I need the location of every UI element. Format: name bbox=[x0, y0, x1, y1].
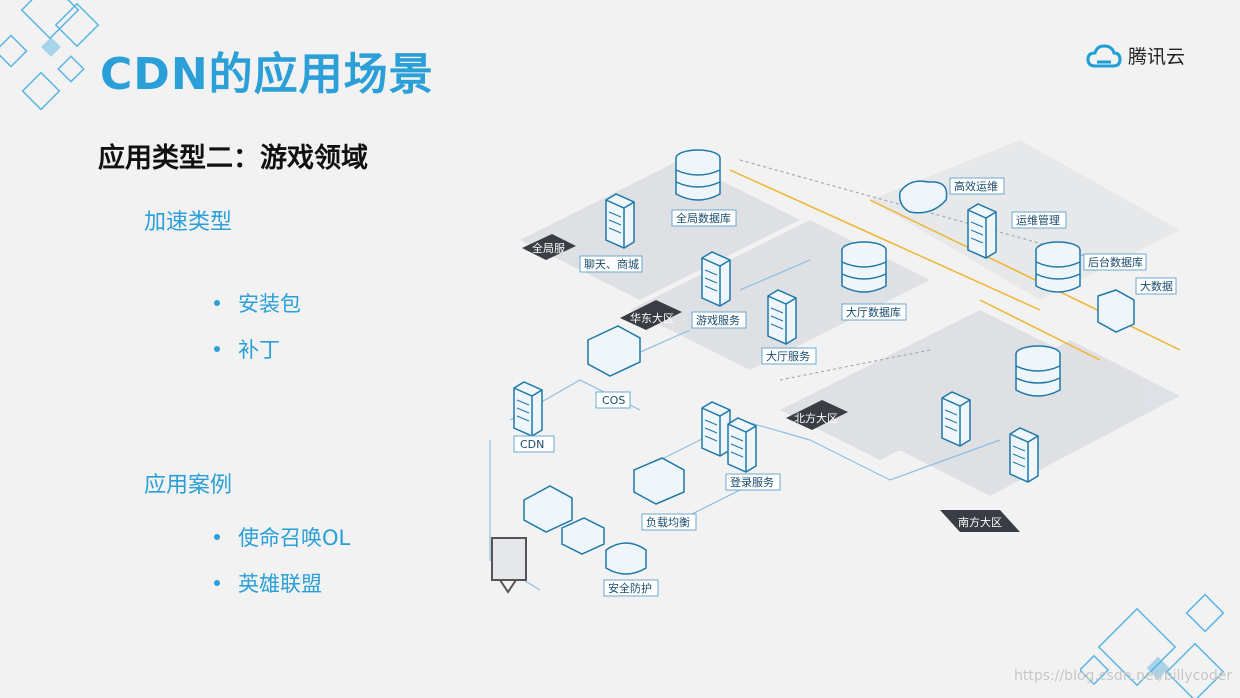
node-label-security: 安全防护 bbox=[608, 581, 652, 595]
node-label-ops-mgmt: 运维管理 bbox=[1016, 213, 1060, 227]
bullet-dot bbox=[214, 580, 220, 586]
node-label-load-balancer: 负载均衡 bbox=[646, 515, 690, 529]
hall-server-icon bbox=[767, 289, 797, 345]
whale-icon bbox=[898, 180, 948, 214]
zone-label-north: 北方大区 bbox=[794, 411, 838, 425]
cdn-icon bbox=[513, 381, 543, 437]
node-label-cdn: CDN bbox=[520, 438, 544, 451]
ops-server-icon bbox=[967, 203, 997, 259]
firewall-icon bbox=[523, 485, 573, 533]
node-label-login: 登录服务 bbox=[730, 475, 774, 489]
node-label-ops: 高效运维 bbox=[954, 179, 998, 193]
list-item: 安装包 bbox=[214, 288, 301, 318]
section-heading-acceleration: 加速类型 bbox=[144, 210, 233, 235]
tencent-cloud-logo: 腾讯云 bbox=[1086, 42, 1185, 69]
lock-icon bbox=[561, 517, 605, 555]
monitor-icon bbox=[491, 537, 527, 581]
node-label-game-service: 游戏服务 bbox=[696, 314, 740, 327]
watermark: https://blog.csdn.net/billycoder bbox=[1014, 668, 1233, 684]
region-database-icon bbox=[1015, 345, 1061, 397]
corner-decoration-top-left bbox=[0, 0, 100, 111]
bullet-dot bbox=[214, 534, 220, 540]
bullet-dot bbox=[214, 300, 220, 306]
load-balancer-icon bbox=[633, 457, 685, 505]
zone-label-east: 华东大区 bbox=[630, 311, 674, 325]
bigdata-icon bbox=[1097, 289, 1135, 333]
slide-title: CDN的应用场景 bbox=[100, 49, 434, 100]
node-label-hall-db: 大厅数据库 bbox=[846, 305, 901, 319]
login-server-icon bbox=[727, 417, 757, 473]
node-label-cos: COS bbox=[602, 394, 625, 407]
cos-storage-icon bbox=[587, 325, 641, 377]
node-label-hall-service: 大厅服务 bbox=[766, 349, 810, 363]
section-heading-cases: 应用案例 bbox=[144, 473, 233, 498]
chat-server-icon bbox=[605, 193, 635, 249]
list-item: 英雄联盟 bbox=[214, 568, 322, 598]
logo-text: 腾讯云 bbox=[1128, 46, 1186, 68]
shield-icon bbox=[605, 542, 647, 575]
node-label-backend-db: 后台数据库 bbox=[1088, 255, 1143, 269]
hall-database-icon bbox=[841, 241, 887, 293]
list-item: 补丁 bbox=[214, 334, 280, 364]
node-label-bigdata: 大数据 bbox=[1140, 279, 1173, 293]
cloud-icon bbox=[1086, 43, 1122, 67]
region-server-icon bbox=[1009, 427, 1039, 483]
game-server-icon bbox=[701, 251, 731, 307]
bullet-dot bbox=[214, 346, 220, 352]
zone-label-global: 全局服 bbox=[532, 241, 565, 255]
architecture-diagram: 全局服 华东大区 北方大区 南方大区 全局数据库 聊天、商城 游戏服务 大厅服务… bbox=[489, 140, 1180, 597]
region-server-icon bbox=[941, 391, 971, 447]
node-label-chat: 聊天、商城 bbox=[584, 257, 639, 271]
login-server-icon bbox=[701, 401, 731, 457]
subtitle: 应用类型二：游戏领域 bbox=[98, 143, 368, 174]
list-item: 使命召唤OL bbox=[214, 522, 350, 552]
backend-database-icon bbox=[1035, 241, 1081, 293]
zone-label-south: 南方大区 bbox=[958, 515, 1002, 529]
node-label-global-db: 全局数据库 bbox=[676, 211, 731, 225]
corner-decoration-bottom-right bbox=[1080, 593, 1225, 698]
global-database-icon bbox=[675, 149, 721, 201]
